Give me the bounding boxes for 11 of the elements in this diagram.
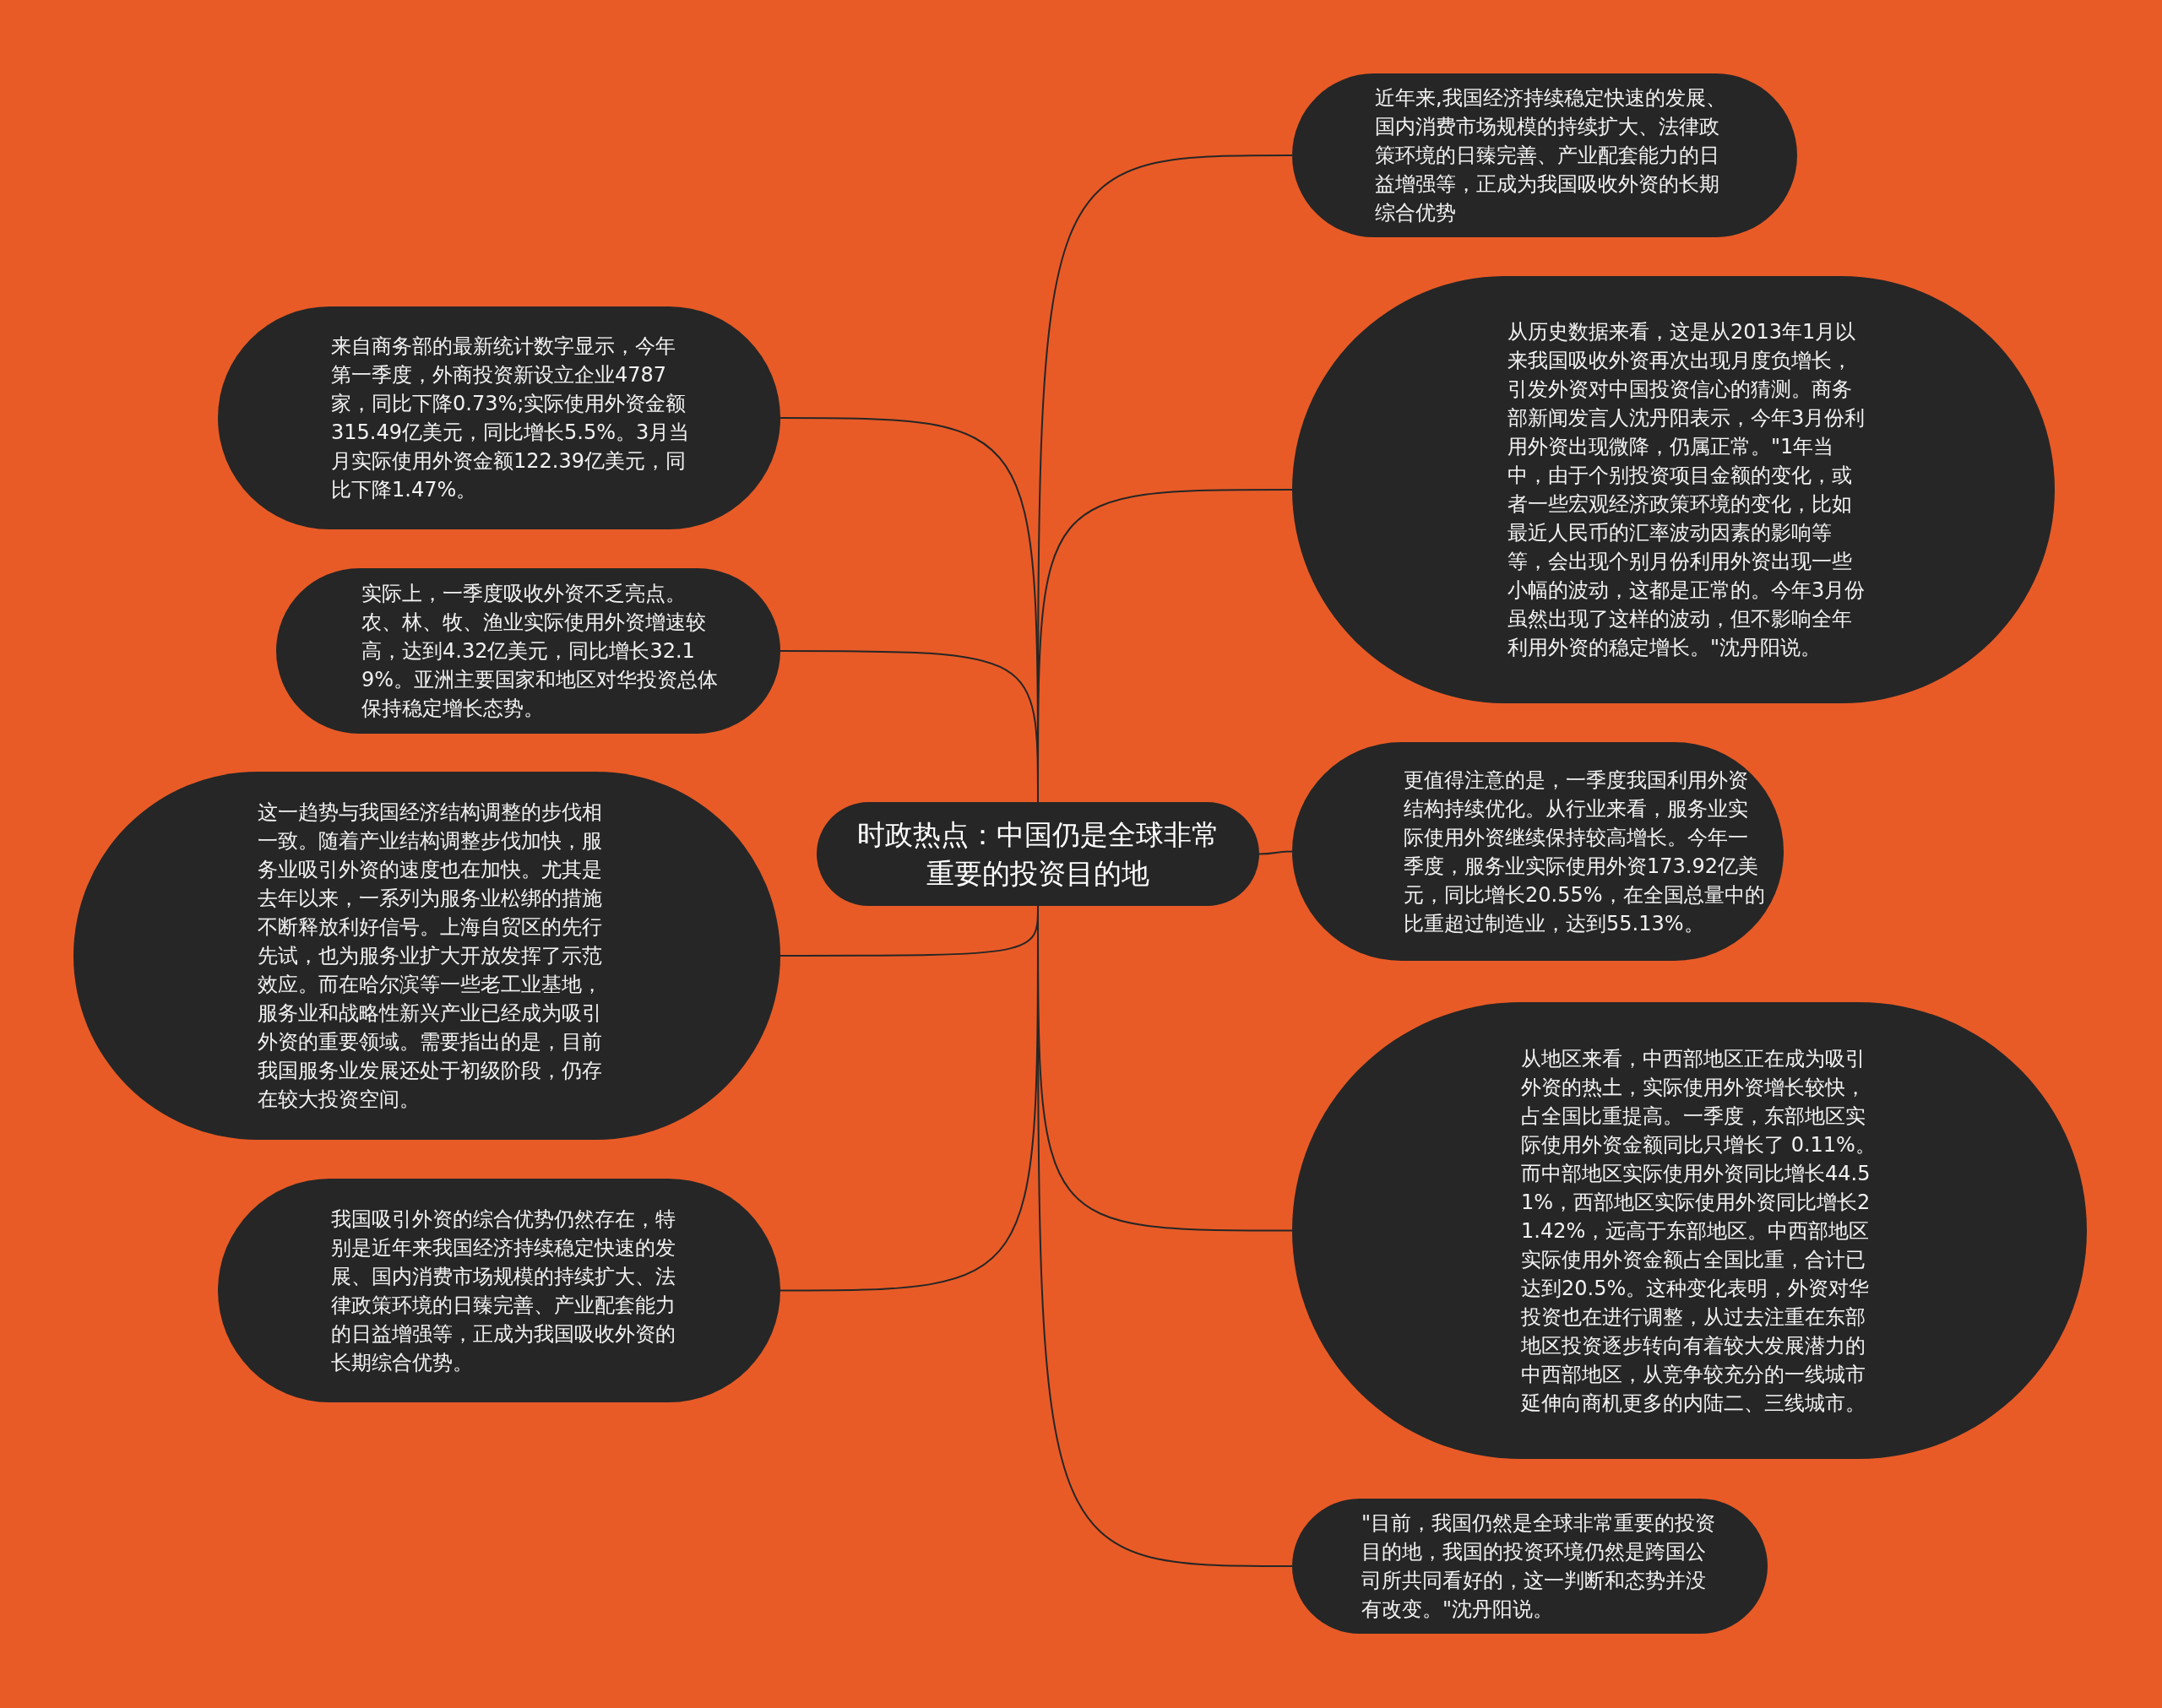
central-title: 时政热点：中国仍是全球非常重要的投资目的地 bbox=[856, 816, 1220, 892]
bubble-text: 更值得注意的是，一季度我国利用外资结构持续优化。从行业来看，服务业实际使用外资继续保持较高增长。今年一季度，服务业实际使用外资173.92亿美元，同比增长20.55%，在全国总量中的比重超过制造业，达到55.13%。 bbox=[1404, 767, 1766, 937]
bubble-text: 从地区来看，中西部地区正在成为吸引外资的热土，实际使用外资增长较快，占全国比重提高。一季度，东部地区实际使用外资金额同比只增长了 0.11%。而中部地区实际使用外资同比增长44.51%，西部地区实际使用外资同比增长21.42%，远高于东部地区。中西部地区实际使用外资金额占全国比重，合计已达到20.5%。这种变化表明，外资对华投资也在进行调整，从过去注重在东部地区投资逐步转向有着较大发展潜力的中西部地区，从竞争较充分的一线城市延伸向商机更多的内陆二、三线城市。 bbox=[1521, 1045, 1877, 1417]
bubble-text: 这一趋势与我国经济结构调整的步伐相一致。随着产业结构调整步伐加快，服务业吸引外资的速度也在加快。尤其是去年以来，一系列为服务业松绑的措施不断释放利好信号。上海自贸区的先行先试，也为服务业扩大开放发挥了示范效应。而在哈尔滨等一些老工业基地，服务业和战略性新兴产业已经成为吸引外资的重要领域。需要指出的是，目前我国服务业发展还处于初级阶段，仍存在较大投资空间。 bbox=[258, 800, 603, 1113]
bubble-text: 来自商务部的最新统计数字显示，今年第一季度，外商投资新设立企业4787家，同比下降0.73%;实际使用外资金额315.49亿美元，同比增长5.5%。3月当月实际使用外资金额122.39亿美元，同比下降1.47%。 bbox=[331, 333, 691, 503]
connector-line bbox=[1258, 850, 1293, 855]
bubble-text: "目前，我国仍然是全球非常重要的投资目的地，我国的投资环境仍然是跨国公司所共同看好的，这一判断和态势并没有改变。"沈丹阳说。 bbox=[1361, 1510, 1717, 1623]
bubble-text: 实际上，一季度吸收外资不乏亮点。农、林、牧、渔业实际使用外资增速较高，达到4.32亿美元，同比增长32.19%。亚洲主要国家和地区对华投资总体保持稳定增长态势。 bbox=[361, 581, 720, 722]
bubble-text: 从历史数据来看，这是从2013年1月以来我国吸收外资再次出现月度负增长，引发外资对中国投资信心的猜测。商务部新闻发言人沈丹阳表示，今年3月份利用外资出现微降，仍属正常。"1年当中，由于个别投资项目金额的变化，或者一些宏观经济政策环境的变化，比如最近人民币的汇率波动因素的影响等等，会出现个别月份利用外资出现一些小幅的波动，这都是正常的。今年3月份虽然出现了这样的波动，但不影响全年利用外资的稳定增长。"沈丹阳说。 bbox=[1507, 319, 1866, 661]
bubble-text: 我国吸引外资的综合优势仍然存在，特别是近年来我国经济持续稳定快速的发展、国内消费市场规模的持续扩大、法律政策环境的日臻完善、产业配套能力的日益增强等，正成为我国吸收外资的长期综合优势。 bbox=[331, 1206, 676, 1376]
bubble-text: 近年来,我国经济持续稳定快速的发展、国内消费市场规模的持续扩大、法律政策环境的日臻完善、产业配套能力的日益增强等，正成为我国吸收外资的长期综合优势 bbox=[1375, 85, 1727, 226]
